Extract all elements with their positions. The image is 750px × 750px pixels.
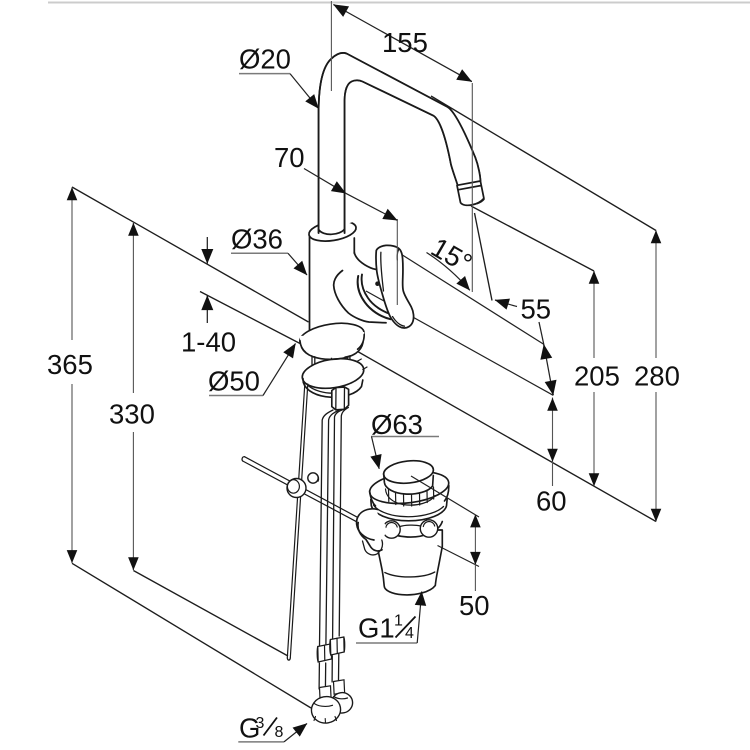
svg-text:330: 330 bbox=[109, 399, 155, 430]
svg-text:60: 60 bbox=[536, 486, 567, 517]
svg-text:3: 3 bbox=[256, 715, 265, 732]
svg-text:365: 365 bbox=[47, 349, 93, 380]
svg-text:G: G bbox=[239, 713, 260, 744]
svg-text:8: 8 bbox=[275, 724, 284, 741]
svg-text:Ø36: Ø36 bbox=[231, 224, 283, 255]
svg-text:205: 205 bbox=[574, 361, 620, 392]
svg-text:Ø63: Ø63 bbox=[371, 409, 423, 440]
svg-text:155: 155 bbox=[382, 27, 428, 58]
svg-text:55: 55 bbox=[521, 294, 552, 325]
svg-text:70: 70 bbox=[274, 142, 305, 173]
svg-text:50: 50 bbox=[459, 590, 490, 621]
svg-text:4: 4 bbox=[405, 625, 414, 642]
svg-text:280: 280 bbox=[634, 361, 680, 392]
svg-text:1: 1 bbox=[394, 613, 403, 630]
svg-text:G1: G1 bbox=[358, 613, 395, 644]
svg-text:Ø50: Ø50 bbox=[208, 366, 260, 397]
svg-text:Ø20: Ø20 bbox=[239, 44, 291, 75]
svg-text:1-40: 1-40 bbox=[181, 327, 236, 358]
